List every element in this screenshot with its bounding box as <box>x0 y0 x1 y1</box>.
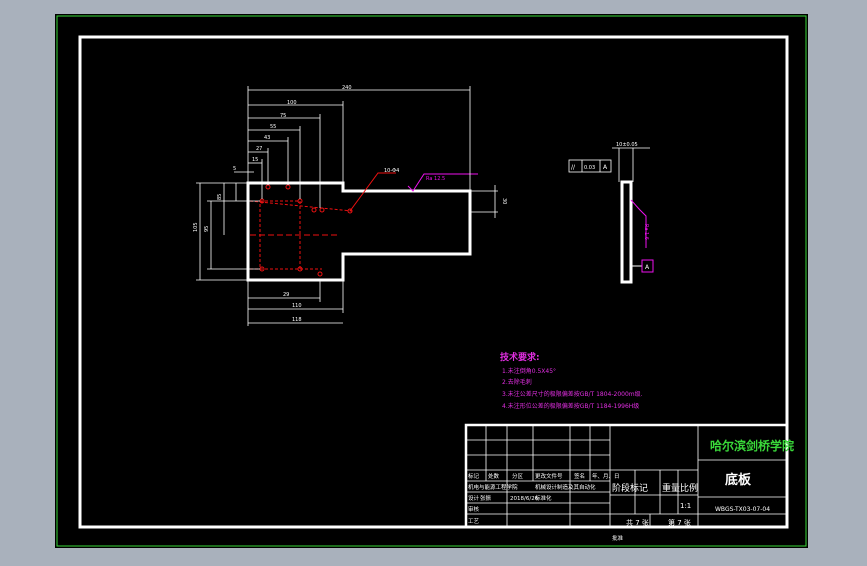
dim-110: 110 <box>292 303 302 309</box>
tb-school-name: 哈尔滨剑桥学院 <box>710 438 794 453</box>
dim-240: 240 <box>342 85 352 91</box>
dimension-lines <box>196 86 498 326</box>
tb-scale-label: 比例 <box>680 482 698 494</box>
hole <box>347 208 353 214</box>
tb-audit-label: 审核 <box>468 505 480 513</box>
hole <box>297 266 303 272</box>
tb-design-date: 2018/6/26 <box>510 496 539 502</box>
tb-college: 机电与能源工程学院 <box>468 483 518 491</box>
tb-label-mark: 标记 <box>468 472 480 480</box>
tb-sheet-no: 第 7 张 <box>668 518 691 527</box>
tolerance-frame <box>568 159 612 173</box>
tb-stage-label: 阶段标记 <box>612 482 648 494</box>
tb-drawing-number: WBGS-TX03-07-04 <box>715 506 770 513</box>
dim-95: 95 <box>204 226 210 232</box>
tolerance-symbol: // <box>571 164 576 171</box>
dim-100: 100 <box>287 100 297 106</box>
tolerance-datum: A <box>603 164 608 171</box>
hole-centerline-1 <box>249 200 353 212</box>
side-view: 10±0.05 // 0.03 A Ra 1.6 A <box>568 142 654 284</box>
dim-27: 27 <box>256 146 262 152</box>
title-block: 标记 处数 分区 更改文件号 签名 年、月、日 机电与能源工程学院 机械设计制造… <box>464 423 794 542</box>
tech-note-line: 4.未注形位公差的极限偏差按GB/T 1184-1996H级 <box>502 402 639 410</box>
tb-label-zone: 分区 <box>512 472 524 480</box>
tech-note-line: 3.未注公差尺寸的极限偏差按GB/T 1804-2000m级. <box>502 390 643 398</box>
tb-standard-label: 标准化 <box>535 494 552 502</box>
tb-designer-label: 设计 <box>468 494 480 502</box>
tech-note-line: 1.未注倒角0.5X45° <box>502 367 556 375</box>
hole-callout: 10-Φ4 <box>384 168 399 174</box>
tb-program: 机械设计制造及其自动化 <box>535 483 596 491</box>
side-outline <box>620 180 633 284</box>
dim-55: 55 <box>270 124 276 130</box>
tb-process-label: 工艺 <box>468 518 480 525</box>
hole-leader <box>349 172 396 212</box>
dimension-texts: 240 100 75 55 43 27 15 5 85 105 95 29 11… <box>193 85 507 323</box>
tb-sheet-total: 共 7 张 <box>626 518 649 527</box>
roughness-value-top: Ra 12.5 <box>426 176 445 182</box>
tb-part-name: 底板 <box>725 472 752 488</box>
tb-weight-label: 重量 <box>662 482 680 494</box>
hole <box>317 271 323 277</box>
model-space-background <box>55 14 808 548</box>
dim-15: 15 <box>252 157 258 163</box>
tb-designer-name: 张振 <box>480 494 492 502</box>
part-outline <box>246 181 472 282</box>
sheet-outer-border <box>56 15 807 547</box>
datum-letter: A <box>645 264 650 271</box>
drawing-frame <box>78 35 789 529</box>
dim-43: 43 <box>264 135 270 141</box>
dim-105: 105 <box>193 222 199 232</box>
roughness-value-side: Ra 1.6 <box>643 224 649 240</box>
tb-label-count: 处数 <box>488 472 500 480</box>
hole <box>311 207 317 213</box>
tolerance-value: 0.03 <box>584 165 595 171</box>
dim-thickness: 10±0.05 <box>616 142 638 148</box>
dim-29: 29 <box>283 292 289 298</box>
dim-30: 30 <box>501 198 507 204</box>
dim-5: 5 <box>233 166 236 172</box>
tb-label-sign: 签名 <box>574 472 585 480</box>
tb-label-date: 年、月、日 <box>592 472 620 480</box>
tech-note-line: 2.去除毛刺 <box>502 378 532 386</box>
tb-scale-value: 1:1 <box>680 502 691 510</box>
roughness-symbol-side <box>630 199 647 248</box>
dim-75: 75 <box>280 113 286 119</box>
tb-approve-label: 批准 <box>612 534 624 542</box>
datum-box <box>641 259 654 273</box>
dim-85: 85 <box>217 194 223 200</box>
tb-label-change-doc: 更改文件号 <box>535 472 563 480</box>
roughness-symbol-top <box>407 173 478 192</box>
dim-118: 118 <box>292 317 302 323</box>
tech-notes-title: 技术要求: <box>500 351 540 363</box>
tech-notes: 技术要求: 1.未注倒角0.5X45° 2.去除毛刺 3.未注公差尺寸的极限偏差… <box>500 351 643 410</box>
hole <box>319 207 325 213</box>
main-view: 10-Φ4 Ra 12.5 <box>193 85 507 326</box>
